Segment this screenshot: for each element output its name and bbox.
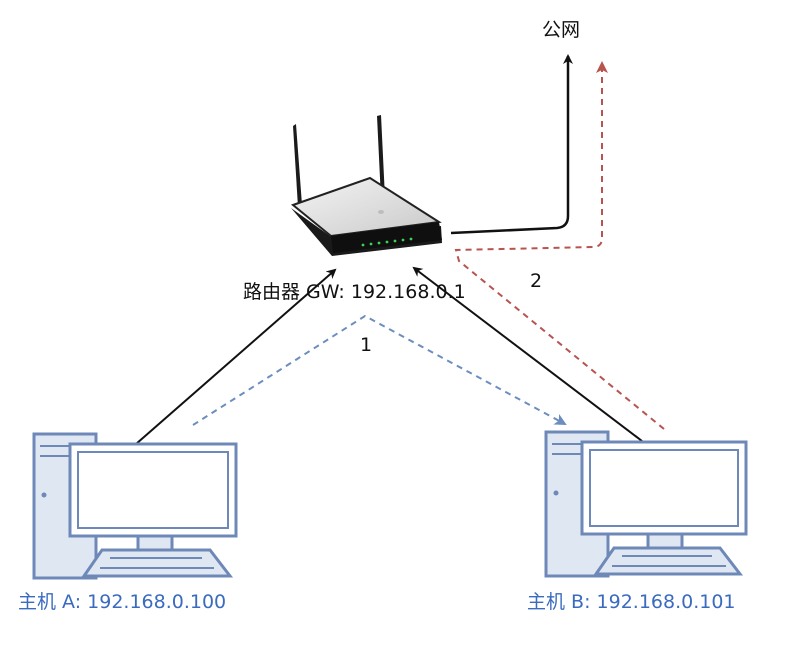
host-a-computer-icon [32, 432, 238, 580]
link-host-b-to-router [412, 266, 643, 442]
link-router-to-internet [450, 54, 573, 235]
host-a-label: 主机 A: 192.168.0.100 [18, 591, 227, 613]
flow-1-arrow [192, 314, 567, 426]
flow-1-label: 1 [360, 334, 373, 356]
internet-label: 公网 [542, 19, 581, 41]
link-host-a-to-router [135, 268, 337, 445]
flow-2-label: 2 [530, 270, 543, 292]
router-icon [290, 115, 442, 256]
router-label: 路由器 GW: 192.168.0.1 [243, 281, 466, 303]
host-b-computer-icon [544, 430, 748, 578]
flow-2-arrow [454, 61, 665, 430]
host-b-label: 主机 B: 192.168.0.101 [527, 591, 736, 613]
